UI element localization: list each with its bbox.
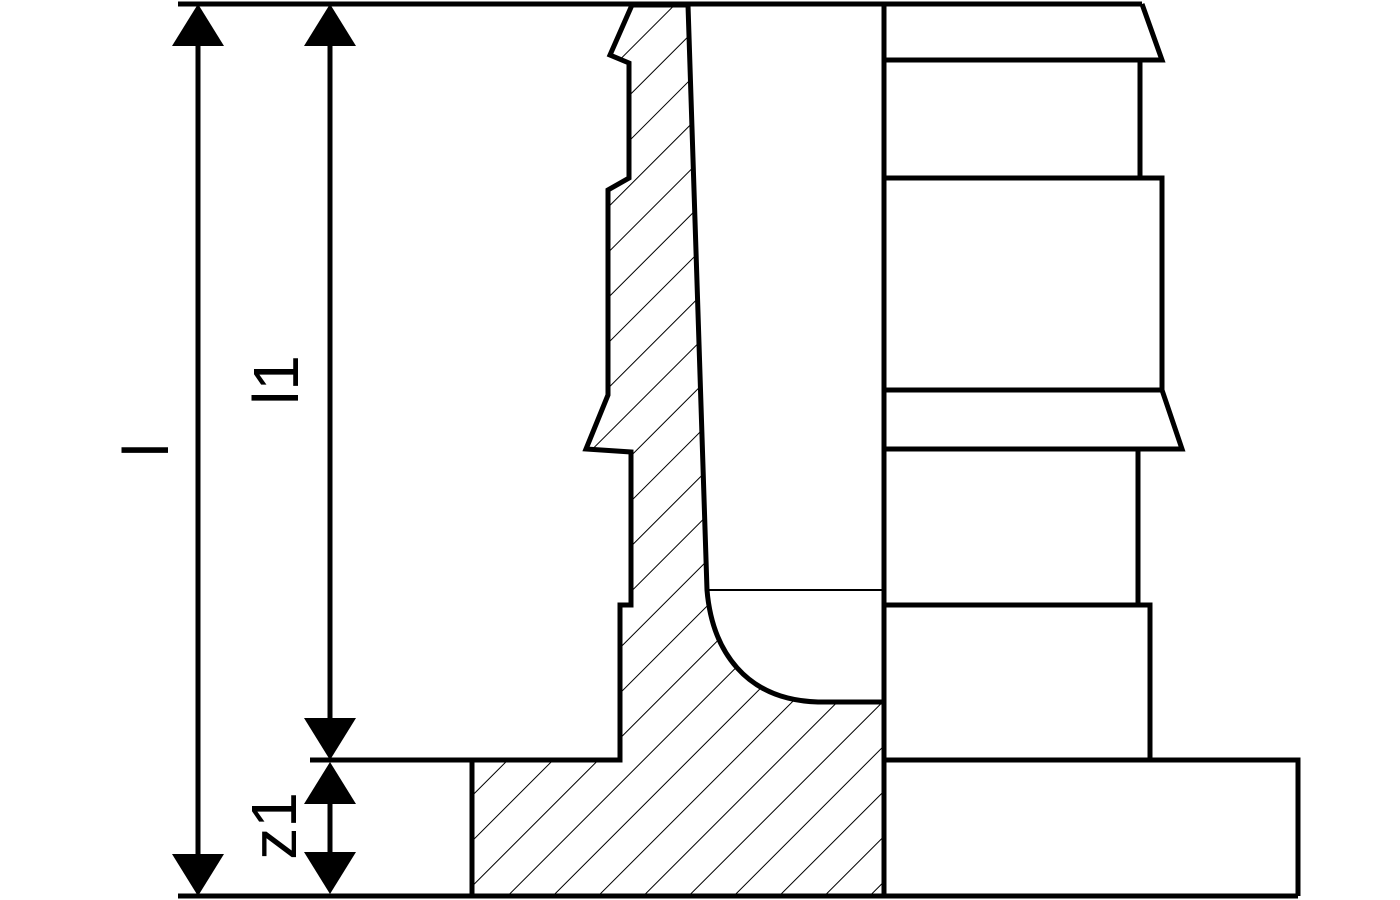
dimension-offset	[304, 762, 356, 894]
dimension-overall-length	[172, 4, 224, 896]
label-offset: z1	[238, 792, 310, 860]
section-hatching	[472, 5, 884, 896]
dimension-insertion-length	[304, 4, 356, 760]
label-insertion-length: l1	[240, 355, 312, 405]
label-overall-length: l	[110, 443, 182, 457]
outer-profile	[884, 3, 1301, 896]
